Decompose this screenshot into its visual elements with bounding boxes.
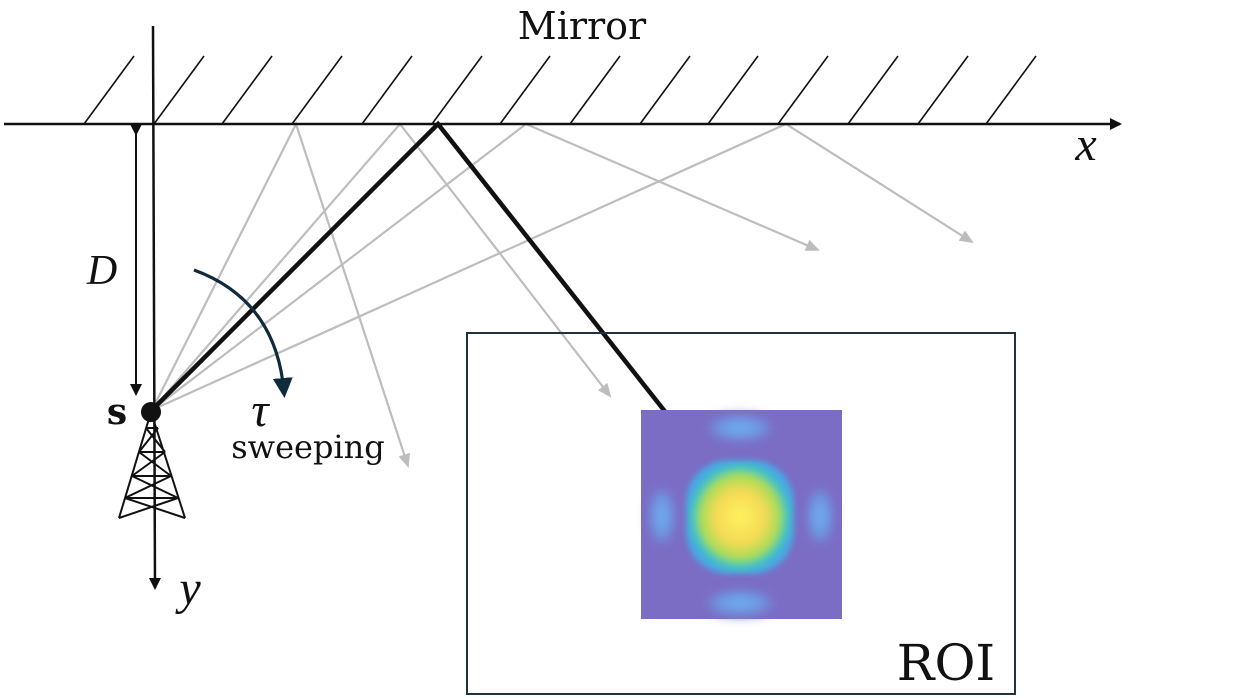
x-axis-label: x (1074, 118, 1096, 171)
tau-label: τ (251, 384, 270, 437)
roi-box (466, 332, 1016, 695)
sweeping-label: sweeping (231, 428, 385, 466)
beam-heatmap (641, 410, 842, 619)
main-ray (150, 120, 711, 470)
mirror-label: Mirror (518, 4, 647, 48)
source-label: s (107, 391, 127, 433)
antenna-tower-icon (118, 411, 186, 519)
faint-ray (151, 122, 612, 411)
mirror-hatching (83, 55, 1037, 125)
faint-ray (151, 121, 410, 468)
sweep-arc (193, 268, 293, 398)
distance-label: D (86, 248, 117, 294)
roi-label: ROI (897, 634, 995, 692)
y-axis (148, 25, 161, 590)
source-point (141, 402, 161, 422)
faint-ray (151, 122, 820, 411)
faint-rays (151, 121, 974, 468)
y-axis-label: y (174, 562, 201, 615)
